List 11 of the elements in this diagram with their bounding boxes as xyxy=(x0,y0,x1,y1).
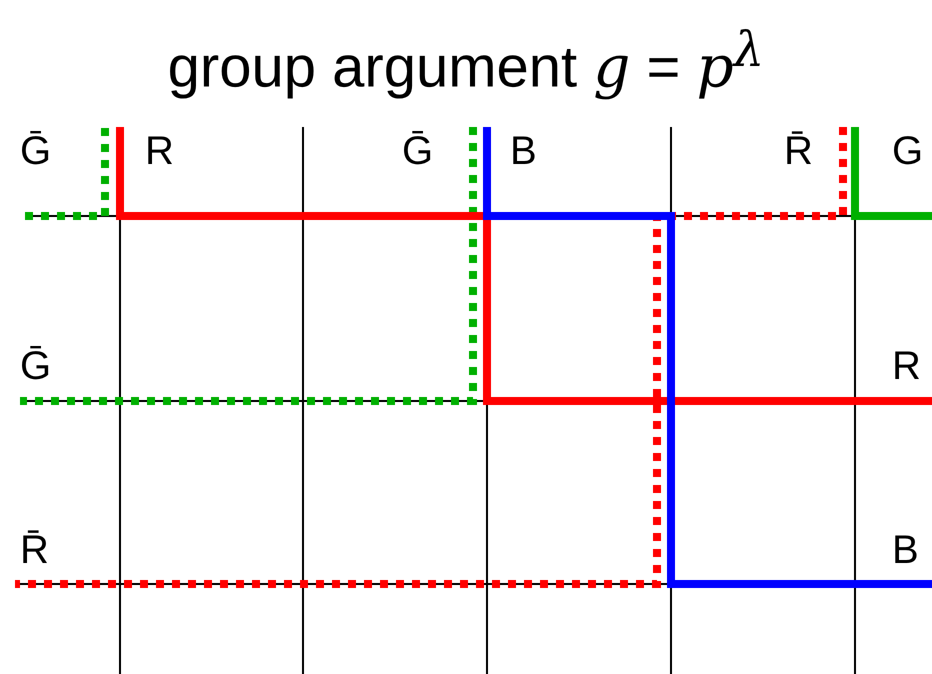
letter-label: Ḡ xyxy=(402,128,434,174)
letter-label: G xyxy=(892,128,924,174)
letter-label: R̄ xyxy=(20,527,49,573)
letter-label: R̄ xyxy=(784,128,813,174)
letter-label: Ḡ xyxy=(20,128,52,174)
title: group argument g = p$^{λ}$ xyxy=(166,21,766,102)
letter-label: Ḡ xyxy=(20,343,52,389)
letter-label: B xyxy=(892,527,919,573)
letter-label: B xyxy=(510,128,537,174)
letter-label: R xyxy=(892,343,921,389)
letter-label: R xyxy=(145,128,174,174)
